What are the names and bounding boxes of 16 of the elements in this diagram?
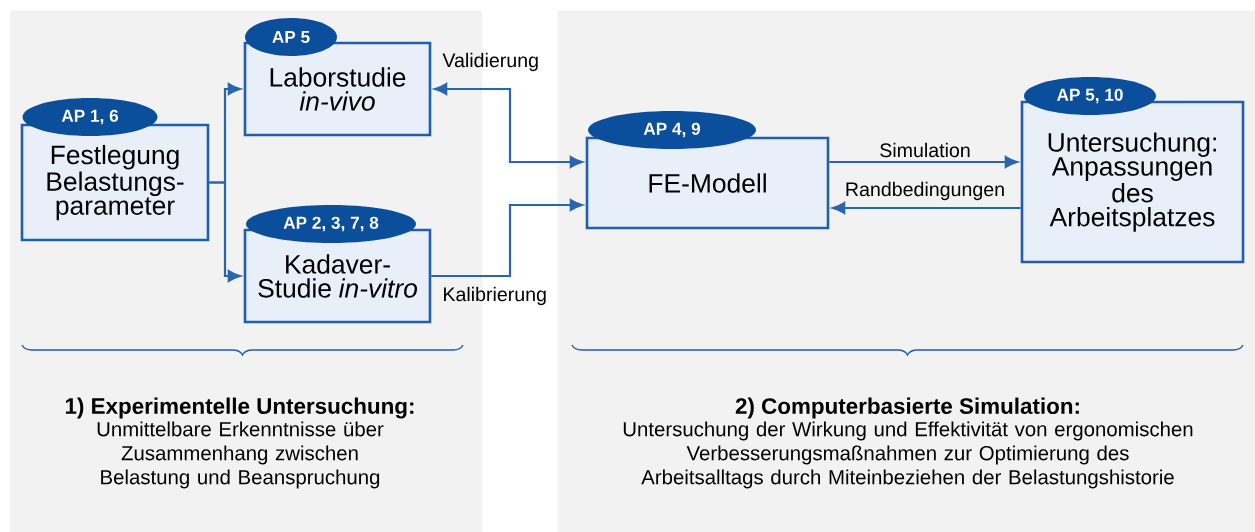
work-package-badge: AP 4, 9 xyxy=(588,111,756,149)
arrow xyxy=(434,83,583,169)
edge-label: Simulation xyxy=(880,142,970,158)
edge-label: Kalibrierung xyxy=(444,286,546,306)
section-heading: 2) Computerbasierte Simulation: xyxy=(735,397,1079,419)
edge-label: Validierung xyxy=(442,52,538,72)
section-heading: 1) Experimentelle Untersuchung: xyxy=(65,397,414,419)
section-description: Untersuchung der Wirkung und Effektivität von ergonomischen Verbesserungsmaßnahmen zur Optimierung des Arbeitsalltags durch Miteinbeziehen der Belastungshistorie xyxy=(623,421,1193,489)
work-package-badge: AP 1, 6 xyxy=(22,98,158,136)
arrow xyxy=(431,199,583,278)
arrow xyxy=(209,181,241,283)
edge-label: Randbedingungen xyxy=(846,181,1004,201)
arrow xyxy=(832,202,1021,215)
arrow xyxy=(829,156,1018,169)
work-package-badge: AP 5 xyxy=(245,18,337,56)
section-description: Unmittelbare Erkenntnisse über Zusammenhang zwischen Belastung und Beanspruchung xyxy=(97,421,384,489)
